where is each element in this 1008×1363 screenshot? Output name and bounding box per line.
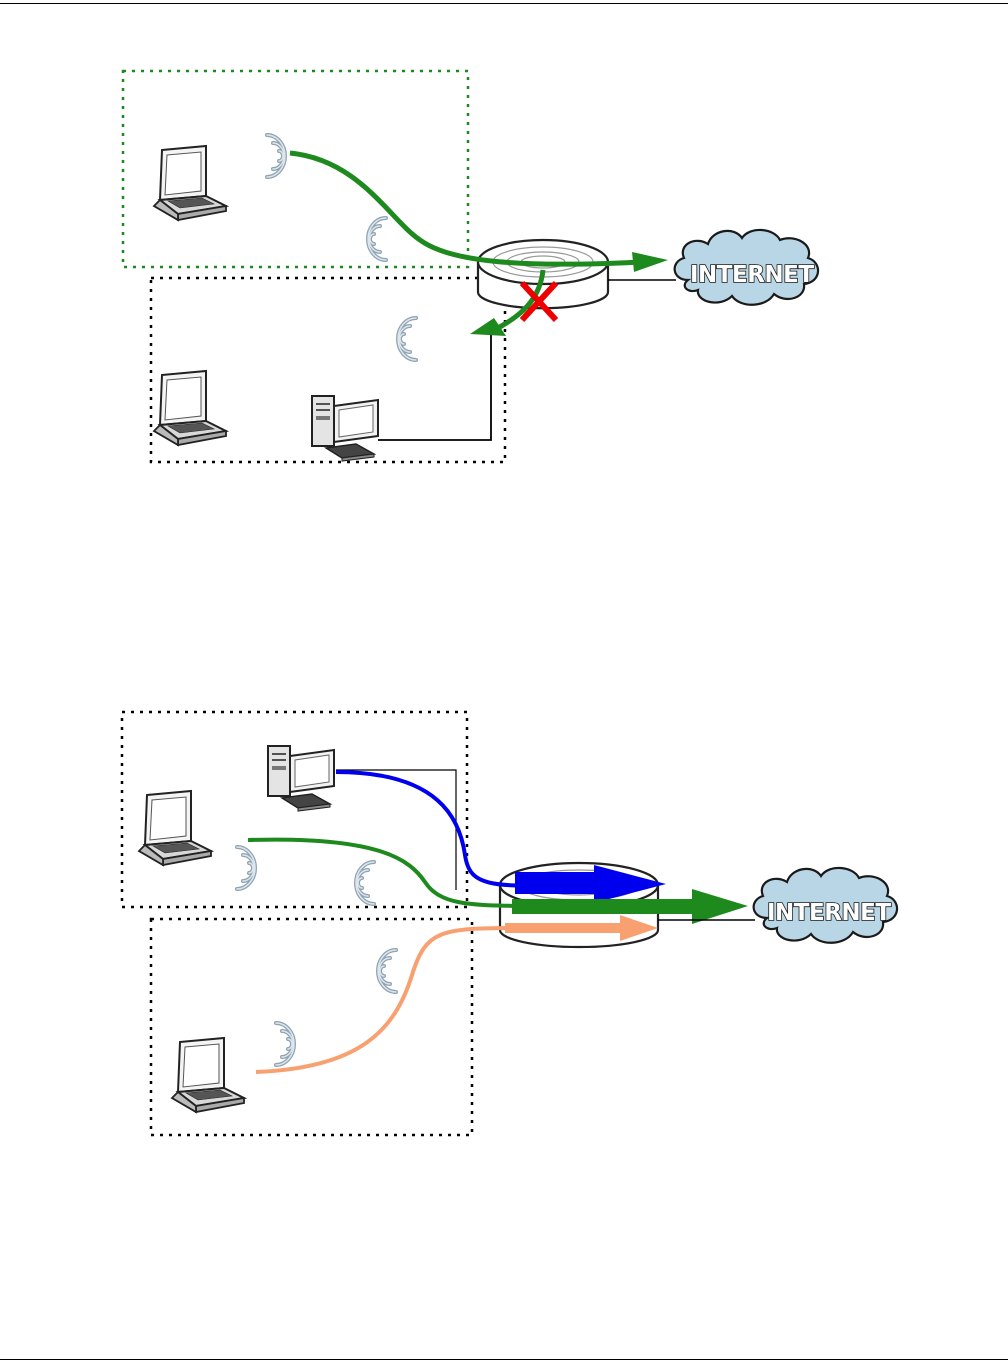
traffic-flow-orange <box>256 928 520 1072</box>
flow-band-orange <box>505 923 625 933</box>
flow-arrowhead <box>632 252 668 272</box>
flow-arrowhead <box>692 889 748 924</box>
flow-band-green <box>512 899 696 914</box>
desktop-computer-icon <box>268 746 334 811</box>
wireless-signal-icon <box>356 862 374 904</box>
desktop-computer-icon <box>312 396 378 461</box>
cloud-label: INTERNET <box>690 262 814 288</box>
internet-cloud-icon: INTERNET <box>675 230 818 305</box>
laptop-icon <box>154 146 226 220</box>
wireless-signal-icon <box>378 950 396 992</box>
wireless-signal-icon <box>237 847 255 889</box>
wireless-signal-icon <box>398 318 416 360</box>
flow-band-blue <box>515 872 597 894</box>
wired-line <box>336 770 456 890</box>
wireless-signal-icon <box>267 135 285 177</box>
laptop-icon <box>172 1038 244 1112</box>
wireless-signal-icon <box>368 218 386 260</box>
cloud-label: INTERNET <box>767 900 891 926</box>
wired-line <box>378 322 491 440</box>
traffic-flow-green <box>248 840 520 906</box>
laptop-icon <box>154 371 226 445</box>
internet-cloud-icon: INTERNET <box>754 868 897 943</box>
laptop-icon <box>139 791 211 865</box>
wireless-signal-icon <box>276 1023 294 1065</box>
